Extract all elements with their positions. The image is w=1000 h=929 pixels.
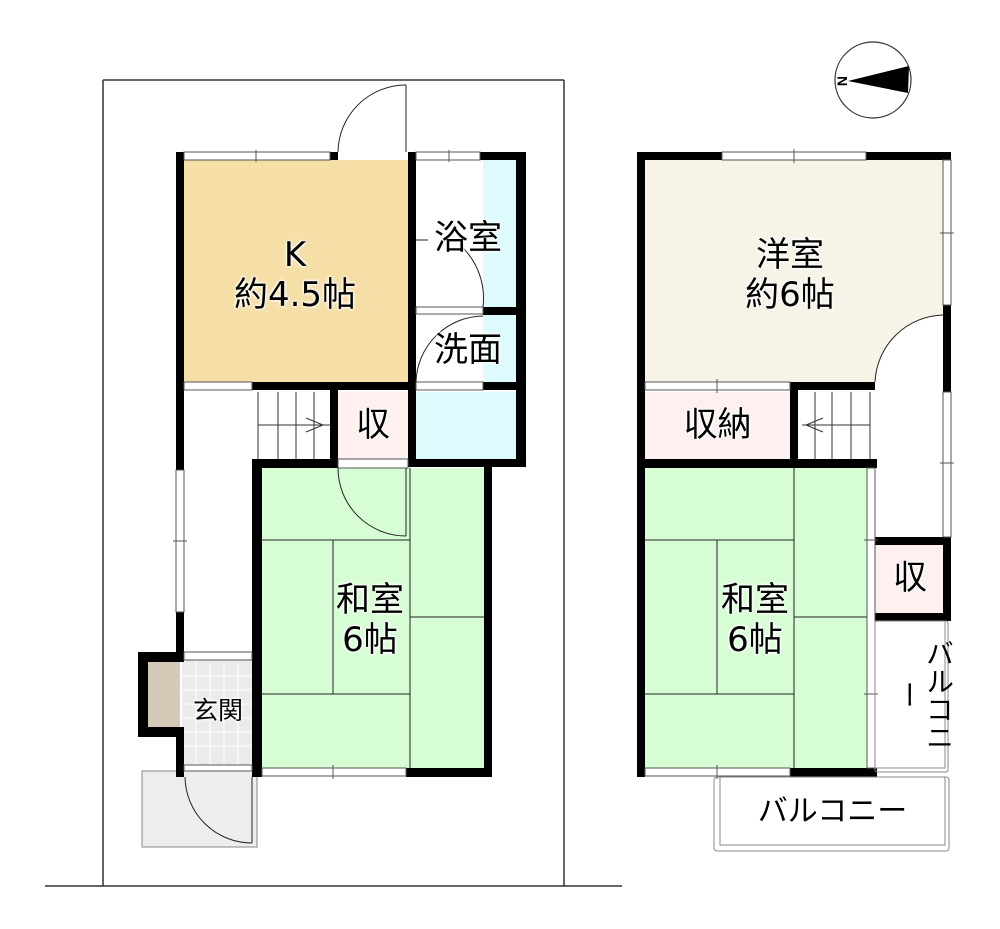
room-label-entrance: 玄関 xyxy=(192,696,243,725)
room-label-balcony-side: バルコニー xyxy=(892,639,955,751)
room-name: K xyxy=(283,235,307,275)
room-size: 約6帖 xyxy=(745,275,835,315)
room-name: 和室 xyxy=(336,580,404,620)
room-label-storage-2f: 収 xyxy=(893,558,927,598)
compass-icon: N xyxy=(834,41,912,119)
room-label-kitchen: K 約4.5帖 xyxy=(225,235,365,315)
room-name: 洋室 xyxy=(756,235,824,275)
svg-text:N: N xyxy=(834,76,850,86)
room-label-youshitsu: 洋室 約6帖 xyxy=(720,235,860,315)
room-label-bath: 浴室 xyxy=(434,218,502,258)
room-label-washroom: 洗面 xyxy=(434,330,502,370)
room-size: 6帖 xyxy=(727,620,783,660)
room-label-washitsu-2f: 和室 6帖 xyxy=(685,580,825,660)
room-label-washitsu: 和室 6帖 xyxy=(300,580,440,660)
kitchen-fill xyxy=(183,160,408,382)
room-label-balcony-bottom: バルコニー xyxy=(757,794,908,829)
room-size: 約4.5帖 xyxy=(233,275,357,315)
room-name: 和室 xyxy=(721,580,789,620)
room-label-storage: 収 xyxy=(356,405,390,445)
room-size: 6帖 xyxy=(342,620,398,660)
room-label-closet: 収納 xyxy=(683,405,752,445)
site-boundary xyxy=(45,79,622,887)
